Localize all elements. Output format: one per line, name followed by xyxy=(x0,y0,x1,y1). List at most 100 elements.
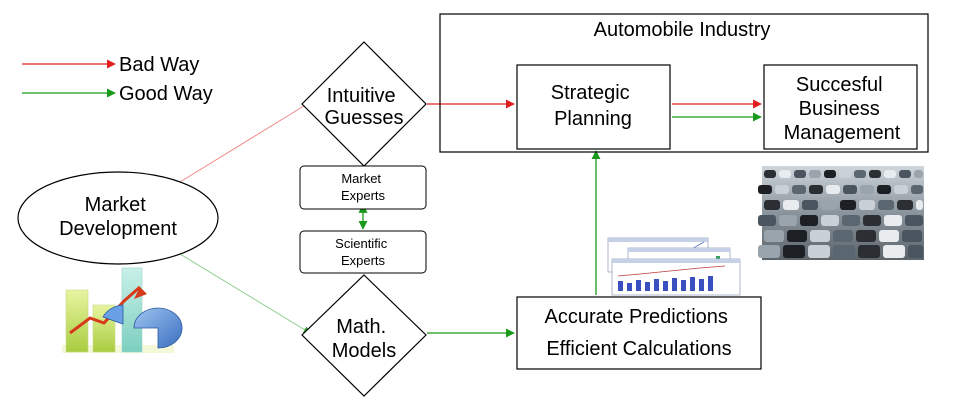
car-shape xyxy=(879,230,899,242)
market-development-line-2: Development xyxy=(59,218,177,240)
car-shape xyxy=(902,230,922,242)
predictions-label: Accurate Predictions Efficient Calculati… xyxy=(545,306,734,360)
successful-management-line-3: Management xyxy=(784,122,901,144)
intuitive-guesses-node: Intuitive Guesses xyxy=(301,41,427,167)
predictions-node: Accurate Predictions Efficient Calculati… xyxy=(516,296,762,370)
legend-good-label: Good Way xyxy=(119,83,213,105)
car-shape xyxy=(802,200,818,210)
parked-cars-photo xyxy=(758,166,924,260)
growth-chart-clipart xyxy=(62,267,183,353)
car-shape xyxy=(764,230,784,242)
car-shape xyxy=(884,215,902,226)
car-shape xyxy=(810,230,830,242)
car-shape xyxy=(833,245,855,258)
strategic-planning-node: Strategic Planning xyxy=(516,64,671,150)
car-shape xyxy=(897,200,913,210)
car-shape xyxy=(869,170,881,178)
car-shape xyxy=(839,170,851,178)
market-experts-line-1: Market xyxy=(341,171,381,186)
car-shape xyxy=(779,215,797,226)
car-shape xyxy=(787,230,807,242)
car-shape xyxy=(894,185,908,194)
market-experts-shape xyxy=(299,165,427,210)
car-shape xyxy=(779,170,791,178)
car-shape xyxy=(758,185,772,194)
car-shape xyxy=(783,200,799,210)
math-models-node: Math. Models xyxy=(301,274,427,397)
car-shape xyxy=(858,245,880,258)
predictions-shape xyxy=(516,296,762,370)
car-shape xyxy=(794,170,806,178)
car-shape xyxy=(809,185,823,194)
car-shape xyxy=(884,170,896,178)
intuitive-guesses-label: Intuitive Guesses xyxy=(325,85,404,129)
car-shape xyxy=(854,170,866,178)
car-shape xyxy=(775,185,789,194)
scientific-experts-node: Scientific Experts xyxy=(299,230,427,274)
market-experts-line-2: Experts xyxy=(341,188,386,203)
arrow-market-to-math xyxy=(179,253,311,334)
successful-management-line-2: Business xyxy=(799,98,880,120)
car-shape xyxy=(821,200,837,210)
market-experts-label: Market Experts xyxy=(341,171,386,203)
successful-management-line-1: Succesful xyxy=(796,74,883,96)
predictions-line-1: Accurate Predictions xyxy=(545,306,728,328)
intuitive-guesses-line-2: Guesses xyxy=(325,107,404,129)
car-shape xyxy=(764,170,776,178)
automobile-industry-title: Automobile Industry xyxy=(594,19,771,41)
car-shape xyxy=(905,215,923,226)
market-development-shape xyxy=(17,171,219,265)
automobile-industry-group: Automobile Industry xyxy=(439,13,929,153)
car-shape xyxy=(840,200,856,210)
car-shape xyxy=(808,245,830,258)
car-shape xyxy=(824,170,836,178)
car-shape xyxy=(863,215,881,226)
car-shape xyxy=(878,200,894,210)
math-models-label: Math. Models xyxy=(332,316,396,362)
market-development-node: Market Development xyxy=(17,171,219,265)
connectors xyxy=(179,99,762,338)
car-shape xyxy=(860,185,874,194)
scientific-experts-shape xyxy=(299,230,427,274)
car-shape xyxy=(764,200,780,210)
strategic-planning-label: Strategic Planning xyxy=(551,82,636,130)
automobile-industry-frame xyxy=(439,13,929,153)
arrow-market-to-intuitive xyxy=(179,100,313,183)
intuitive-guesses-line-1: Intuitive xyxy=(327,85,396,107)
successful-management-shape xyxy=(763,64,918,150)
market-experts-node: Market Experts xyxy=(299,165,427,210)
car-shape xyxy=(758,215,776,226)
car-shape xyxy=(758,245,780,258)
car-shape xyxy=(908,245,923,258)
market-development-label: Market Development xyxy=(59,194,177,240)
predictions-line-2: Efficient Calculations xyxy=(546,338,731,360)
car-shape xyxy=(842,215,860,226)
car-shape xyxy=(856,230,876,242)
car-shape xyxy=(821,215,839,226)
car-shape xyxy=(859,200,875,210)
car-shape xyxy=(783,245,805,258)
car-shape xyxy=(916,200,923,210)
legend-bad-label: Bad Way xyxy=(119,54,199,76)
strategic-planning-line-1: Strategic xyxy=(551,82,630,104)
legend: Bad Way Good Way xyxy=(22,54,213,105)
car-shape xyxy=(843,185,857,194)
car-shape xyxy=(883,245,905,258)
car-shape xyxy=(877,185,891,194)
scientific-experts-line-2: Experts xyxy=(341,253,386,268)
scientific-experts-label: Scientific Experts xyxy=(335,236,391,268)
successful-management-node: Succesful Business Management xyxy=(763,64,918,150)
scientific-experts-line-1: Scientific xyxy=(335,236,388,251)
car-shape xyxy=(800,215,818,226)
car-shape xyxy=(792,185,806,194)
strategic-planning-shape xyxy=(516,64,671,150)
car-shape xyxy=(899,170,911,178)
chart-report-thumbnails xyxy=(607,237,741,296)
strategic-planning-line-2: Planning xyxy=(554,108,632,130)
market-development-line-1: Market xyxy=(85,194,147,216)
car-shape xyxy=(914,170,923,178)
car-shape xyxy=(911,185,923,194)
math-models-shape xyxy=(301,274,427,397)
car-shape xyxy=(809,170,821,178)
